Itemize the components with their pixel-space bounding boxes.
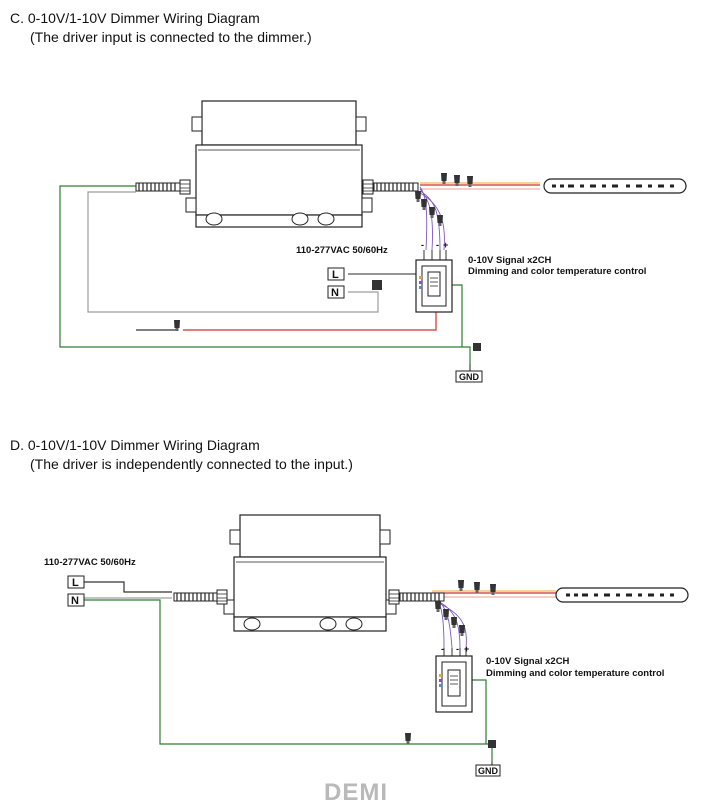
d-line-wire-nut-icon: [405, 733, 411, 744]
d-signal-minus: -: [441, 644, 444, 654]
d-terminal-l-label: L: [72, 577, 79, 589]
c-terminal-n-label: N: [331, 287, 339, 299]
c-dimmer: [415, 259, 453, 313]
c-neutral-connector-icon: [372, 280, 382, 290]
section-d-title: D. 0-10V/1-10V Dimmer Wiring Diagram: [10, 437, 260, 453]
d-gnd-box: [475, 764, 501, 777]
d-input-voltage-label: 110-277VAC 50/60Hz: [44, 557, 136, 568]
c-input-cable-icon: [135, 182, 181, 192]
c-input-gland-icon: [179, 179, 191, 195]
c-dimmer-ground-wire: [452, 284, 463, 347]
watermark-text: DEMI: [324, 779, 388, 804]
c-line-wire-nut-icon: [174, 320, 180, 331]
section-c-title: C. 0-10V/1-10V Dimmer Wiring Diagram: [10, 10, 260, 26]
d-terminal-l: [67, 575, 85, 589]
d-control-label: Dimming and color temperature control: [486, 668, 664, 679]
c-signal-nut-icon: [415, 191, 421, 202]
d-signal-nut-icon: [435, 601, 441, 612]
c-gnd-box: [455, 370, 483, 383]
d-wire-nut-icon: [458, 580, 464, 591]
d-signal-plus: +: [464, 644, 469, 654]
d-n-input-wire: [84, 599, 493, 762]
c-input-voltage-label: 110-277VAC 50/60Hz: [296, 245, 388, 256]
section-c-diagram: L N 110-277VAC 50/60Hz - - + 0-10V Signa…: [59, 100, 687, 383]
c-gray-neutral-wire: [87, 191, 379, 313]
c-terminal-n: [327, 285, 345, 299]
d-input-cable-icon: [173, 592, 219, 602]
c-output-cable-icon: [373, 182, 419, 192]
section-d-subtitle: (The driver is independently connected t…: [30, 456, 353, 472]
d-led-driver: [223, 514, 397, 632]
d-led-strip: [555, 587, 689, 603]
c-terminal-l-label: L: [332, 269, 339, 281]
d-input-gland-icon: [216, 589, 228, 605]
c-signal-nut-icon: [437, 215, 443, 226]
c-signal-label: 0-10V Signal x2CH: [468, 255, 552, 266]
c-signal-minus: -: [436, 240, 439, 250]
c-gnd-label: GND: [459, 372, 480, 382]
d-l-input-wire: [84, 581, 172, 593]
d-terminal-n: [67, 593, 85, 607]
d-output-gland-icon: [388, 589, 400, 605]
d-signal-nut-icon: [451, 617, 457, 628]
d-output-cable-icon: [399, 592, 445, 602]
c-led-strip: [543, 178, 687, 194]
c-signal-plus: +: [443, 240, 448, 250]
c-signal-minus: -: [421, 240, 424, 250]
c-terminal-l: [327, 267, 345, 281]
c-wire-nut-icon: [441, 173, 447, 184]
section-d-diagram: 110-277VAC 50/60Hz L N - - + 0-10V Signa…: [44, 514, 689, 777]
c-signal-nut-icon: [429, 207, 435, 218]
c-green-ground-wire: [59, 185, 471, 364]
section-c-subtitle: (The driver input is connected to the di…: [30, 29, 312, 45]
c-ground-connector-icon: [473, 343, 481, 351]
c-wire-nut-icon: [454, 175, 460, 186]
d-gnd-label: GND: [478, 766, 499, 776]
d-ground-connector-icon: [488, 740, 496, 748]
d-dimmer-ground-wire: [472, 679, 487, 744]
d-terminal-n-label: N: [71, 595, 79, 607]
d-dimmer: [435, 655, 473, 713]
c-led-driver: [185, 100, 373, 228]
d-signal-minus: -: [456, 644, 459, 654]
d-signal-label: 0-10V Signal x2CH: [486, 656, 570, 667]
d-signal-nut-icon: [459, 625, 465, 636]
c-output-gland-icon: [362, 179, 374, 195]
c-control-label: Dimming and color temperature control: [468, 266, 646, 277]
